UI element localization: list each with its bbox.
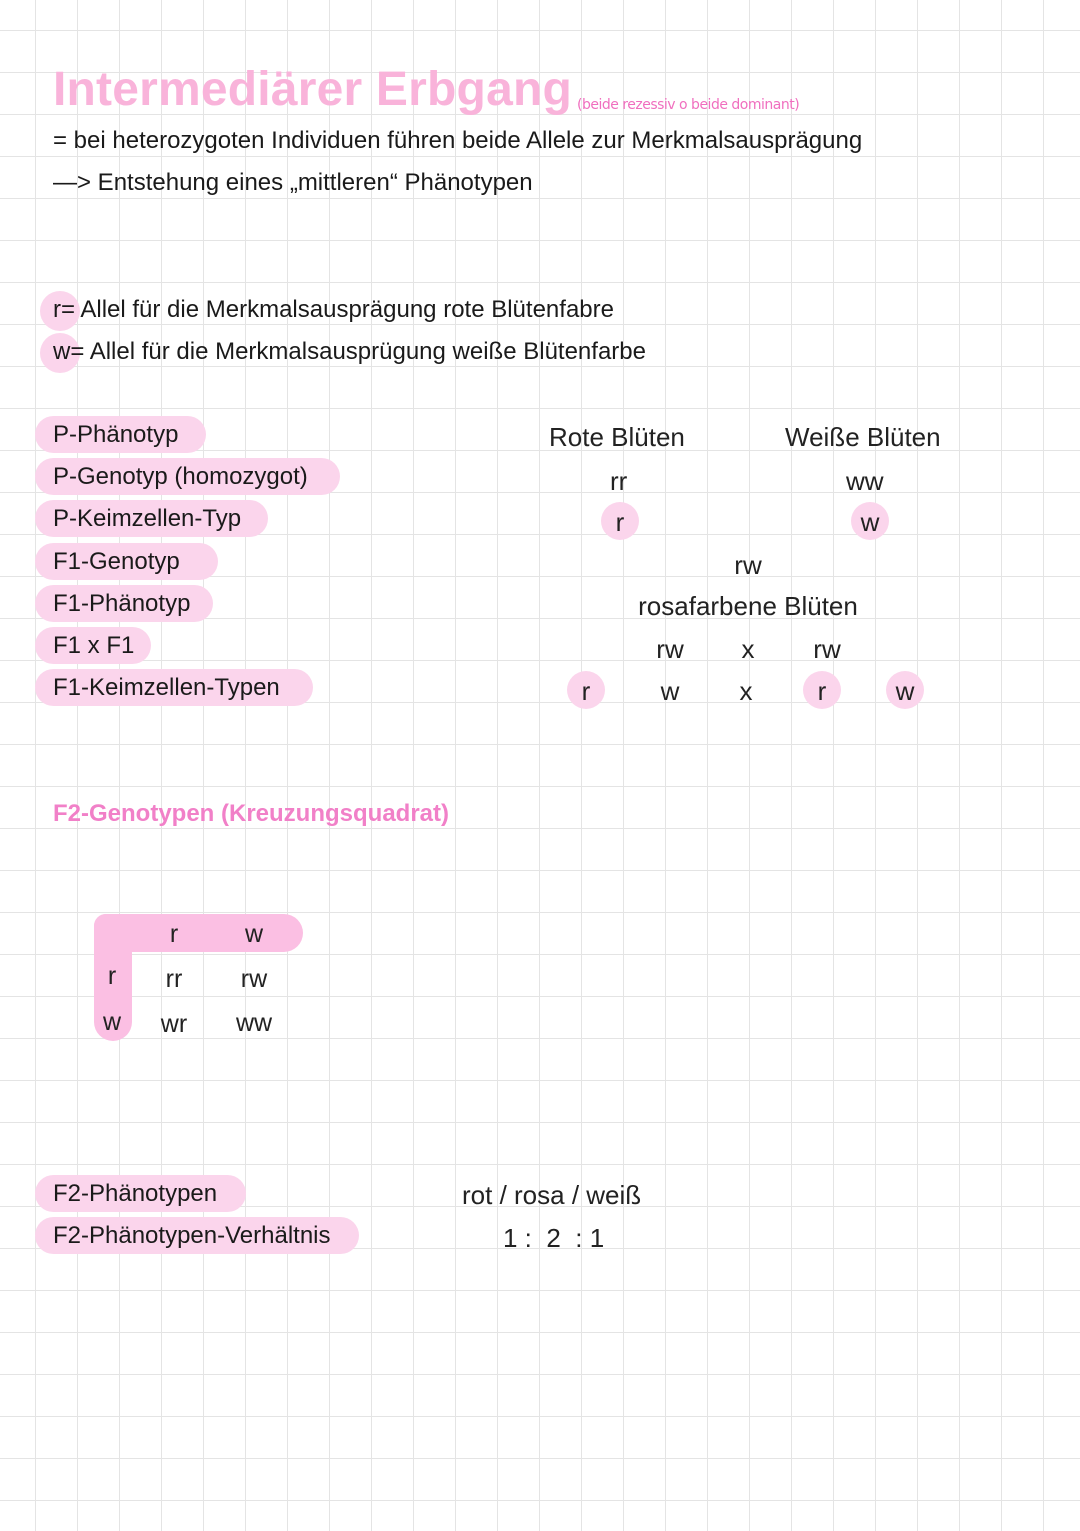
f1-gamete-3: r (817, 676, 827, 706)
label-f2-ratio: F2-Phänotypen-Verhältnis (53, 1222, 331, 1249)
label-p-phenotype: P-Phänotyp (53, 421, 179, 448)
punnett-cell: wr (160, 1010, 188, 1038)
gamete-highlight (803, 671, 841, 709)
allele-w-text: = Allel für die Merkmalsausprügung weiße… (70, 338, 646, 365)
f1-cross-right: rw (813, 634, 841, 664)
p-phenotype-white: Weiße Blüten (785, 422, 941, 452)
f1-gamete-1: r (581, 676, 591, 706)
f1-genotype: rw (734, 550, 762, 580)
allele-r-definition: r= Allel für die Merkmalsausprägung rote… (53, 296, 614, 324)
label-pill-bg (35, 500, 268, 537)
allele-r-symbol: r (53, 296, 61, 323)
p-genotype-red: rr (610, 466, 628, 496)
f1-cross-operator: x (741, 634, 755, 664)
f1-cross-left: rw (656, 634, 684, 664)
label-f1-genotype: F1-Genotyp (53, 548, 180, 575)
allele-w-definition: w= Allel für die Merkmalsausprügung weiß… (53, 338, 646, 366)
f1-phenotype: rosafarbene Blüten (638, 591, 858, 621)
f2-ratio-value: 1 : 2 : 1 (503, 1223, 605, 1253)
p-gamete-r: r (615, 507, 625, 537)
page-title: Intermediärer Erbgang (53, 63, 573, 116)
title-note: (beide rezessiv o beide dominant) (577, 97, 800, 113)
punnett-col-header: w (244, 920, 264, 948)
label-pill-bg (35, 669, 313, 706)
f2-section-title: F2-Genotypen (Kreuzungsquadrat) (53, 800, 450, 827)
consequence-text: —> Entstehung eines „mittleren“ Phänotyp… (53, 169, 533, 196)
punnett-row-header: w (102, 1008, 122, 1036)
p-genotype-white: ww (846, 466, 884, 496)
label-p-gametes: P-Keimzellen-Typ (53, 505, 242, 532)
label-pill-bg (35, 1175, 246, 1212)
punnett-header-col-bg (94, 914, 132, 1041)
punnett-cell: rr (165, 965, 183, 993)
punnett-row-header: r (107, 962, 117, 990)
punnett-cell: ww (235, 1009, 273, 1037)
label-f1-cross: F1 x F1 (53, 632, 135, 659)
allele-w-symbol: w (53, 338, 71, 365)
f1-gamete-4: w (895, 676, 915, 706)
label-pill-bg (35, 585, 213, 622)
allele-r-highlight (40, 291, 80, 331)
gamete-highlight (567, 671, 605, 709)
gamete-highlight (851, 502, 889, 540)
label-f1-phenotype: F1-Phänotyp (53, 590, 191, 617)
allele-w-highlight (40, 333, 80, 373)
gamete-highlight (886, 671, 924, 709)
punnett-col-header: r (169, 920, 179, 948)
p-phenotype-red: Rote Blüten (549, 422, 685, 452)
f1-gamete-2: w (660, 676, 680, 706)
label-f1-gametes: F1-Keimzellen-Typen (53, 674, 280, 701)
label-pill-bg (35, 1217, 359, 1254)
f1-gamete-operator: x (739, 676, 753, 706)
punnett-cell: rw (240, 965, 268, 993)
label-pill-bg (35, 627, 151, 664)
label-pill-bg (35, 416, 206, 453)
p-gamete-w: w (860, 507, 880, 537)
definition-text: = bei heterozygoten Individuen führen be… (53, 127, 863, 154)
label-pill-bg (35, 543, 218, 580)
label-f2-phenotypes: F2-Phänotypen (53, 1180, 218, 1207)
label-pill-bg (35, 458, 340, 495)
allele-r-text: = Allel für die Merkmalsausprägung rote … (61, 296, 614, 323)
f2-phenotypes-value: rot / rosa / weiß (462, 1180, 642, 1210)
label-p-genotype: P-Genotyp (homozygot) (53, 463, 308, 490)
gamete-highlight (601, 502, 639, 540)
